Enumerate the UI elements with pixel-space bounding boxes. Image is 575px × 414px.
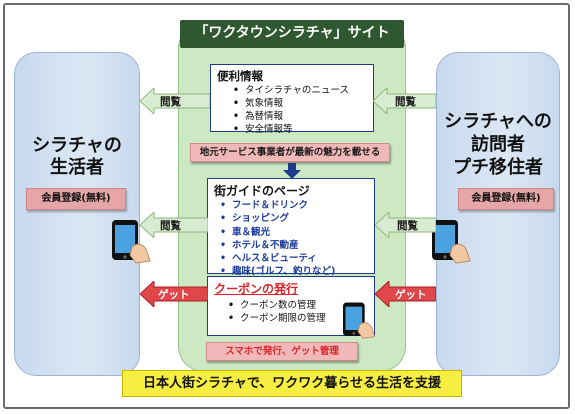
get-arrow-right: ゲット [375, 281, 436, 307]
info-item: •気象情報 [233, 98, 284, 109]
left-title-line1: シラチャの [32, 135, 122, 156]
guide-box: 街ガイドのページ •フード＆ドリンク •ショッピング •車＆観光 •ホテル＆不動… [207, 178, 375, 277]
info-box: 便利情報 •タイシラチャのニュース •気象情報 •為替情報 •安全情報等 [210, 64, 374, 135]
right-user-panel [436, 52, 560, 376]
guide-box-title: 街ガイドのページ [214, 184, 310, 198]
browse-arrow-left-1: 閲覧 [140, 88, 210, 114]
right-user-title: シラチャへの 訪問者 プチ移住者 [436, 110, 560, 179]
coupon-list: •クーポン数の管理 •クーポン期限の管理 [228, 299, 368, 325]
get-label: ゲット [395, 288, 427, 301]
right-member-badge: 会員登録(無料) [458, 188, 554, 210]
left-user-title: シラチャの 生活者 [14, 135, 140, 179]
browse-arrow-right-2: 閲覧 [375, 212, 436, 238]
guide-item: •フード＆ドリンク [220, 200, 309, 211]
info-list: •タイシラチャのニュース •気象情報 •為替情報 •安全情報等 [233, 84, 367, 136]
browse-arrow-right-1: 閲覧 [373, 88, 436, 114]
info-item: •タイシラチャのニュース [233, 85, 349, 96]
right-title-line3: プチ移住者 [453, 157, 543, 178]
smartphone-hand-icon [112, 220, 151, 264]
down-arrow-icon [283, 163, 301, 179]
guide-item: •趣味(ゴルフ、釣りなど) [220, 266, 336, 278]
browse-arrow-left-2: 閲覧 [140, 212, 208, 238]
guide-item: •ヘルス＆ビューティ [220, 253, 317, 265]
coupon-box-title: クーポンの発行 [214, 282, 299, 296]
smartphone-hand-icon [343, 302, 376, 339]
right-title-line2: 訪問者 [471, 134, 525, 155]
site-title: 「ワクタウンシラチャ」サイト [180, 20, 404, 48]
info-item: •為替情報 [233, 111, 284, 122]
guide-item: •ホテル＆不動産 [220, 239, 299, 251]
browse-label: 閲覧 [397, 219, 418, 232]
coupon-item: •クーポン数の管理 [228, 300, 317, 311]
info-item: •安全情報等 [233, 124, 293, 135]
guide-item: •車＆観光 [220, 226, 271, 238]
browse-label: 閲覧 [395, 95, 416, 108]
left-member-badge: 会員登録(無料) [26, 188, 126, 210]
guide-item: •ショッピング [220, 213, 290, 225]
browse-label: 閲覧 [160, 95, 181, 108]
local-business-note: 地元サービス事業者が最新の魅力を載せる [190, 143, 390, 162]
smartphone-note: スマホで発行、ゲット管理 [206, 342, 358, 361]
coupon-item: •クーポン期限の管理 [228, 313, 326, 324]
get-label: ゲット [158, 288, 190, 301]
bottom-banner: 日本人街シラチャで、ワクワク暮らせる生活を支援 [122, 370, 462, 397]
left-title-line2: 生活者 [50, 157, 104, 178]
info-box-title: 便利情報 [217, 69, 263, 83]
smartphone-hand-icon [432, 220, 471, 264]
guide-list: •フード＆ドリンク •ショッピング •車＆観光 •ホテル＆不動産 •ヘルス＆ビュ… [220, 199, 368, 279]
left-user-panel [14, 52, 140, 376]
browse-label: 閲覧 [160, 219, 181, 232]
right-title-line1: シラチャへの [444, 111, 552, 132]
get-arrow-left: ゲット [140, 281, 208, 307]
smartphone-note-text: スマホで発行、ゲット管理 [225, 346, 339, 357]
